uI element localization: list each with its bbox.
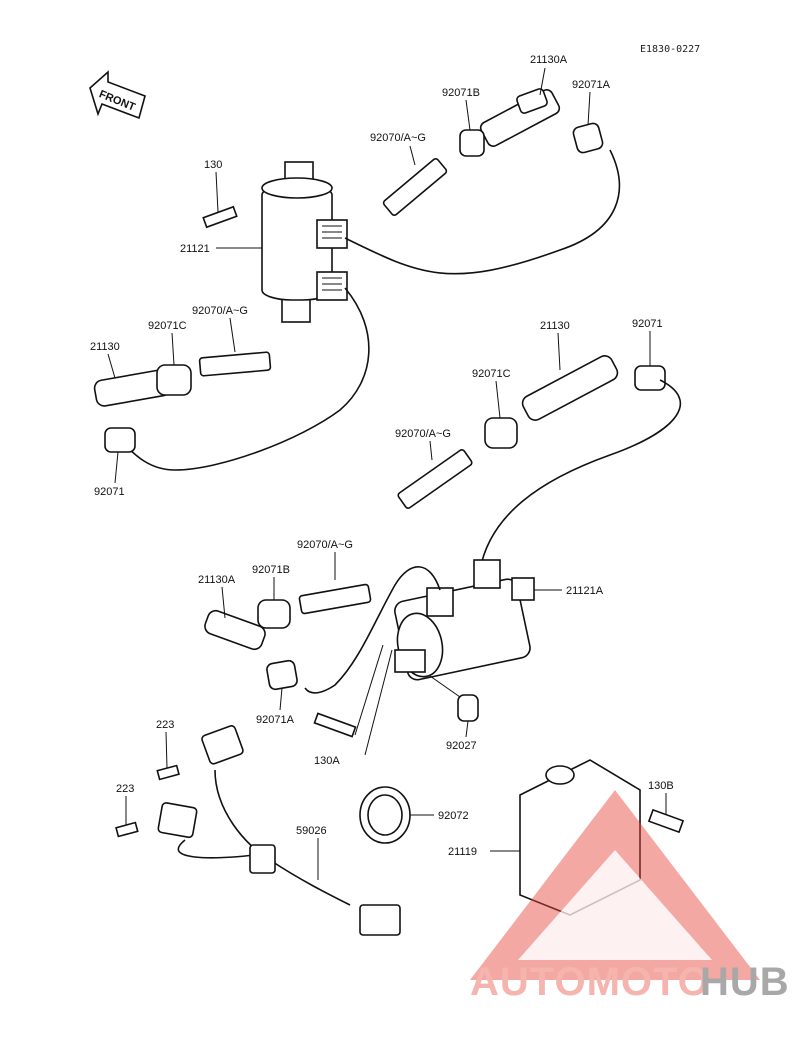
label-92072: 92072 <box>438 810 469 822</box>
wire-mid-right <box>479 379 681 571</box>
boot-92071A-lower <box>266 659 298 691</box>
ignition-coil-top <box>261 161 348 323</box>
cap-92071C-left <box>156 364 192 396</box>
label-21119: 21119 <box>448 846 477 858</box>
spark-plug-mid <box>397 449 473 509</box>
label-223-b: 223 <box>116 783 134 795</box>
boot-92071-left <box>104 427 136 453</box>
label-130A: 130A <box>314 755 340 767</box>
spacer-92027 <box>457 694 479 722</box>
label-92070-mid: 92070/A~G <box>395 428 451 440</box>
watermark-logo: AUTOMOTO HUB <box>470 790 790 1004</box>
label-92027: 92027 <box>446 740 477 752</box>
screw-223-b <box>115 821 139 838</box>
clamp-92072 <box>359 786 411 844</box>
label-92071C-left: 92071C <box>148 320 187 332</box>
label-130B: 130B <box>648 780 674 792</box>
wire-sensor-harness <box>177 769 351 906</box>
bolt-130B <box>647 808 685 834</box>
watermark-triangle-inner <box>518 850 712 960</box>
front-arrow-icon: FRONT <box>89 70 146 120</box>
wire-lower-left <box>304 566 441 694</box>
plug-cap-21130A-lower <box>204 609 266 651</box>
cap-92071B-top <box>459 129 485 157</box>
bolt-130A <box>313 712 357 738</box>
bolt-130-top <box>202 205 238 229</box>
label-92071-right: 92071 <box>632 318 663 330</box>
boot-92071A-top <box>572 122 604 154</box>
spark-plug-top <box>382 158 448 216</box>
plug-cap-21130-right <box>521 355 619 421</box>
label-21130A-lower: 21130A <box>198 574 236 586</box>
label-21121: 21121 <box>180 243 210 255</box>
pickup-sensor-upper <box>201 725 244 765</box>
label-92070-lower: 92070/A~G <box>297 539 353 551</box>
spark-plug-left <box>198 351 272 377</box>
cap-92071C-right <box>484 417 518 449</box>
label-92070-left: 92070/A~G <box>192 305 248 317</box>
label-92071B-lower: 92071B <box>252 564 290 576</box>
screw-223-a <box>156 764 180 781</box>
diagram-ref-code: E1830-0227 <box>640 44 700 55</box>
label-223-a: 223 <box>156 719 174 731</box>
label-92071B-top: 92071B <box>442 87 480 99</box>
label-92071A-top: 92071A <box>572 79 611 91</box>
wire-top-right <box>344 149 621 275</box>
label-92070-top: 92070/A~G <box>370 132 426 144</box>
spark-plug-lower <box>298 583 372 615</box>
boot-92071-right <box>634 365 666 391</box>
label-92071-left: 92071 <box>94 486 125 498</box>
pickup-sensor-lower <box>157 802 198 839</box>
label-21121A: 21121A <box>566 585 604 597</box>
label-21130-left: 21130 <box>90 341 120 353</box>
ignition-coil-lower <box>394 559 535 681</box>
label-92071C-right: 92071C <box>472 368 511 380</box>
label-59026: 59026 <box>296 825 327 837</box>
label-92071A-lower: 92071A <box>256 714 295 726</box>
label-21130-right: 21130 <box>540 320 570 332</box>
wire-top-left <box>124 287 370 471</box>
label-130-top: 130 <box>204 159 222 171</box>
label-21130A-top: 21130A <box>530 54 568 66</box>
cap-92071B-lower <box>257 599 291 629</box>
plug-cap-21130A-top <box>479 88 561 147</box>
connector-59026 <box>249 844 401 936</box>
watermark-text-auto: AUTOMOTO <box>470 960 710 1004</box>
watermark-text-hub: HUB <box>700 960 790 1004</box>
